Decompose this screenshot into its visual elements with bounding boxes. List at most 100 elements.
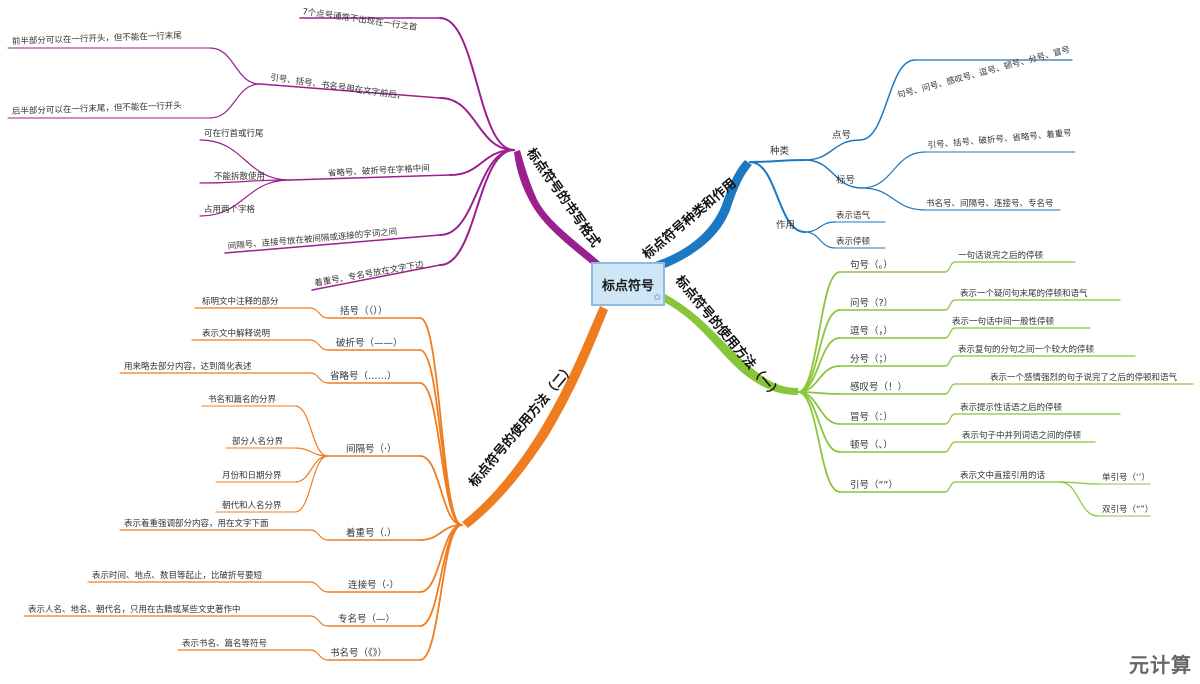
usage1-item-6-desc[interactable]: 表示句子中并列词语之间的停顿 (962, 430, 1082, 441)
usage1-item-2-name[interactable]: 逗号（，） (850, 325, 893, 337)
edge-types-point-desc (859, 59, 916, 141)
usage2-item-6-desc[interactable]: 表示人名、地名、朝代名，只用在古籍或某些文史著作中 (28, 604, 241, 615)
edge-usage2-6-desc (309, 615, 329, 627)
usage2-item-5-desc[interactable]: 表示时间、地点、数目等起止，比破折号要短 (92, 570, 263, 581)
usage2-item-2-desc[interactable]: 用来略去部分内容，达到简化表述 (124, 361, 252, 372)
format-item-1-child-1[interactable]: 后半部分可以在一行末尾，但不能在一行开头 (12, 100, 183, 117)
edge-usage1-7 (797, 391, 841, 493)
edge-usage2-5 (419, 524, 463, 593)
usage2-item-4-desc[interactable]: 表示着重强调部分内容，用在文字下面 (124, 518, 269, 529)
usage1-item-7-name[interactable]: 引号（“”） (850, 479, 898, 491)
types-mark-child-0[interactable]: 引号、括号、破折号、省略号、着重号 (927, 127, 1072, 151)
usage1-item-5-name[interactable]: 冒号（：） (850, 411, 893, 423)
format-item-0[interactable]: 7个点号通常不出现在一行之首 (302, 6, 419, 33)
edge-usage2-0-desc (309, 307, 329, 319)
format-item-2-child-1[interactable]: 不能拆散使用 (214, 171, 265, 182)
edge-usage2-1-desc (309, 339, 329, 351)
usage2-item-3-child-0[interactable]: 书名和篇名的分界 (208, 394, 277, 405)
types-mark-child-1[interactable]: 书名号、间隔号、连接号、专名号 (926, 198, 1054, 209)
edge-usage1-7-c1 (1059, 481, 1099, 517)
edge-types-use (749, 161, 806, 233)
usage1-item-6-name[interactable]: 顿号（、） (850, 439, 893, 451)
edge-usage2-2 (419, 382, 463, 526)
usage1-item-7-child-0[interactable]: 单引号（‘’） (1102, 472, 1150, 483)
branch-usage1-trunk (660, 294, 798, 395)
flower-icon: ✿ (653, 293, 661, 303)
usage2-item-1-name[interactable]: 破折号（——） (336, 337, 403, 349)
edge-usage2-7 (419, 524, 463, 661)
edge-format-4-under (311, 264, 441, 291)
usage2-item-3-child-2[interactable]: 月份和日期分界 (222, 470, 282, 481)
branch-usage1-title[interactable]: 标点符号的使用方法（一） (671, 272, 784, 403)
usage1-item-2-desc[interactable]: 表示一句话中间一般性停顿 (952, 316, 1055, 327)
usage1-item-7-child-1[interactable]: 双引号（“”） (1102, 504, 1153, 515)
edge-usage2-2-desc (309, 372, 329, 384)
usage2-item-0-name[interactable]: 括号（（）） (340, 305, 388, 317)
usage2-item-2-name[interactable]: 省略号（……） (330, 370, 397, 382)
usage2-item-3-child-1[interactable]: 部分人名分界 (232, 436, 284, 447)
edge-format-2-c1 (199, 179, 291, 184)
format-item-2[interactable]: 省略号、破折号在字格中间 (328, 163, 430, 179)
edge-types-mark (804, 159, 863, 189)
format-item-1-child-0[interactable]: 前半部分可以在一行开头，但不能在一行末尾 (12, 30, 183, 47)
usage1-item-4-name[interactable]: 感叹号（！） (850, 381, 907, 393)
usage1-item-5-desc[interactable]: 表示提示性话语之后的停顿 (960, 402, 1063, 413)
usage2-item-6-name[interactable]: 专名号（—） (338, 613, 395, 625)
format-item-2-child-0[interactable]: 可在行首或行尾 (204, 128, 264, 139)
usage2-item-0-desc[interactable]: 标明文中注释的部分 (202, 296, 279, 307)
center-label: 标点符号 (601, 278, 654, 294)
usage1-item-0-desc[interactable]: 一句话说完之后的停顿 (958, 250, 1044, 261)
edge-types-kinds (749, 159, 806, 163)
types-mark-label[interactable]: 标号 (836, 174, 855, 186)
edge-format-1 (439, 97, 515, 151)
types-kinds-label[interactable]: 种类 (770, 145, 790, 157)
types-point-desc[interactable]: 句号、问号、感叹号、逗号、顿号、分号、冒号 (896, 44, 1071, 101)
usage1-item-7-desc[interactable]: 表示文中直接引用的话 (960, 470, 1046, 481)
edge-usage1-0 (797, 271, 841, 393)
branch-types-trunk (655, 160, 752, 270)
edge-format-1-c0 (209, 47, 261, 85)
edge-usage1-2-desc (944, 327, 956, 339)
usage2-item-5-name[interactable]: 连接号（-） (348, 579, 399, 591)
edge-types-mark-c1 (861, 187, 926, 211)
types-point-label[interactable]: 点号 (832, 130, 851, 141)
edge-format-4 (439, 149, 515, 266)
usage1-item-4-desc[interactable]: 表示一个感情强烈的句子说完了之后的停顿和语气 (990, 372, 1178, 383)
edge-usage2-5-desc (309, 581, 329, 593)
edge-usage2-1 (419, 349, 463, 526)
format-item-3[interactable]: 间隔号、连接号放在被间隔或连接的字词之间 (227, 226, 397, 252)
types-use-label[interactable]: 作用 (776, 219, 795, 231)
usage2-item-7-name[interactable]: 书名号（《》） (330, 647, 387, 659)
usage2-item-4-name[interactable]: 着重号（.） (346, 527, 397, 539)
usage1-item-1-desc[interactable]: 表示一个疑问句末尾的停顿和语气 (960, 288, 1088, 299)
edge-usage2-0 (419, 317, 463, 526)
edge-format-3-under (224, 234, 441, 254)
usage1-item-0-name[interactable]: 句号（。） (850, 259, 893, 271)
edge-format-2 (449, 149, 515, 176)
edge-usage2-3-c0 (294, 405, 329, 457)
edge-usage1-1-desc (944, 299, 956, 311)
edge-usage1-0-desc (944, 261, 956, 273)
format-item-4[interactable]: 着重号、专名号放在文字下边 (314, 259, 425, 289)
types-use-child-0[interactable]: 表示语气 (836, 210, 871, 221)
edge-usage2-3-c2 (294, 455, 329, 483)
usage1-item-1-name[interactable]: 问号（?） (850, 297, 893, 309)
edge-format-2-under (289, 174, 451, 181)
edge-usage1-7-desc (944, 481, 956, 493)
usage2-item-3-child-3[interactable]: 朝代和人名分界 (222, 500, 282, 511)
edge-usage2-3-c3 (294, 455, 329, 513)
watermark-logo: 元计算 (1129, 653, 1192, 677)
usage2-item-1-desc[interactable]: 表示文中解释说明 (202, 328, 270, 339)
usage1-item-3-desc[interactable]: 表示复句的分句之间一个较大的停顿 (958, 344, 1095, 355)
usage2-item-3-name[interactable]: 间隔号（·） (346, 443, 397, 455)
usage2-item-7-desc[interactable]: 表示书名、篇名等符号 (182, 638, 267, 649)
edge-types-point (804, 139, 861, 161)
edge-usage1-6-desc (944, 441, 956, 453)
usage1-item-3-name[interactable]: 分号（；） (850, 353, 893, 365)
branch-format-trunk (514, 150, 600, 268)
format-item-2-child-2[interactable]: 占用两个字格 (204, 204, 256, 215)
branch-usage2-trunk (462, 306, 608, 528)
types-use-child-1[interactable]: 表示停顿 (836, 236, 871, 247)
center-node[interactable]: 标点符号 ✿ (591, 262, 665, 306)
